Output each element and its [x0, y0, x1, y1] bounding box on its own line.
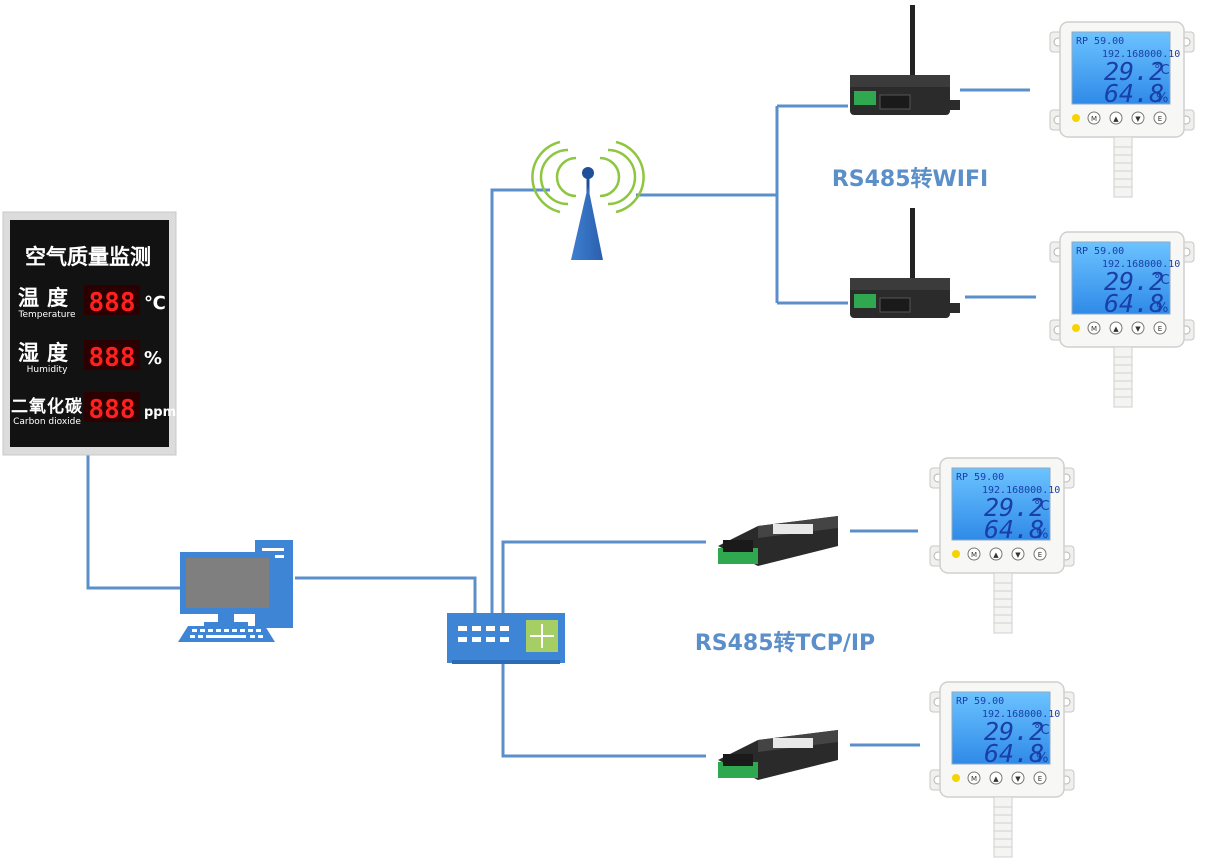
sensor-button-label: ▼ [1135, 325, 1141, 333]
sensor-temperature: 29.2 [984, 717, 1044, 746]
sensor-button-label: M [971, 551, 977, 559]
sensor-line1: RP 59.00 [1076, 246, 1124, 257]
sensor-line2: 192.168000.10 [982, 709, 1060, 720]
sensor-button-label: ▲ [1113, 325, 1119, 333]
panel-title: 空气质量监测 [25, 245, 151, 269]
sensor-button-label: E [1158, 325, 1162, 333]
sensor-temperature: 29.2 [1104, 267, 1164, 296]
connection-lines [86, 88, 1036, 758]
sensor-button-label: M [971, 775, 977, 783]
rs485-tcpip-converter-2 [718, 730, 838, 780]
rs485-wifi-converter-1 [849, 4, 961, 116]
sensor-humidity: 64.8 [1104, 289, 1164, 318]
sensor-line1: RP 59.00 [1076, 36, 1124, 47]
panel-row-digits: 888 [89, 395, 136, 425]
rs485-tcpip-converter-1 [718, 516, 838, 566]
sensor-temperature: 29.2 [1104, 57, 1164, 86]
sensor-temperature-unit: °C [1154, 273, 1170, 288]
sensor-line2: 192.168000.10 [1102, 259, 1180, 270]
panel-row-unit: % [144, 348, 162, 369]
sensor-temperature: 29.2 [984, 493, 1044, 522]
sensor-button-label: ▼ [1015, 775, 1021, 783]
sensor-button-label: E [1038, 775, 1042, 783]
panel-row-sublabel: Carbon dioxide [13, 417, 81, 427]
rs485-wifi-converter-2 [849, 207, 961, 319]
panel-row-sublabel: Temperature [17, 310, 75, 320]
sensor-button-label: ▲ [993, 551, 999, 559]
panel-row-sublabel: Humidity [27, 365, 68, 375]
network-switch-icon [447, 613, 565, 664]
sensor-button-label: ▼ [1135, 115, 1141, 123]
sensor-humidity: 64.8 [984, 515, 1044, 544]
sensor-button-label: ▲ [993, 775, 999, 783]
sensor-temperature-unit: °C [1034, 499, 1050, 514]
sensor-line1: RP 59.00 [956, 472, 1004, 483]
sensor-humidity-unit: % [1036, 751, 1048, 766]
sensor-humidity: 64.8 [1104, 79, 1164, 108]
sensor-temperature-unit: °C [1154, 63, 1170, 78]
sensor-button-label: ▼ [1015, 551, 1021, 559]
sensor-line2: 192.168000.10 [1102, 49, 1180, 60]
computer-icon [178, 540, 293, 642]
sensor-humidity: 64.8 [984, 739, 1044, 768]
wifi-label: RS485转WIFI [832, 166, 988, 192]
panel-row-digits: 888 [89, 288, 136, 318]
sensor-line2: 192.168000.10 [982, 485, 1060, 496]
sensor-humidity-unit: % [1156, 91, 1168, 106]
panel-row-label: 温度 [18, 286, 76, 310]
sensor-button-label: E [1038, 551, 1042, 559]
tcpip-label: RS485转TCP/IP [695, 630, 875, 656]
panel-row-label: 湿度 [18, 341, 76, 365]
sensor-button-label: M [1091, 325, 1097, 333]
wireless-antenna-icon [531, 140, 645, 260]
sensor-humidity-unit: % [1036, 527, 1048, 542]
panel-row-unit: ℃ [144, 293, 166, 314]
panel-row-unit: ppm [144, 405, 176, 420]
sensor-temperature-unit: °C [1034, 723, 1050, 738]
sensor-button-label: M [1091, 115, 1097, 123]
panel-row-digits: 888 [89, 343, 136, 373]
sensor-line1: RP 59.00 [956, 696, 1004, 707]
sensor-button-label: ▲ [1113, 115, 1119, 123]
sensor-humidity-unit: % [1156, 301, 1168, 316]
sensor-button-label: E [1158, 115, 1162, 123]
panel-row-label: 二氧化碳 [11, 396, 83, 417]
